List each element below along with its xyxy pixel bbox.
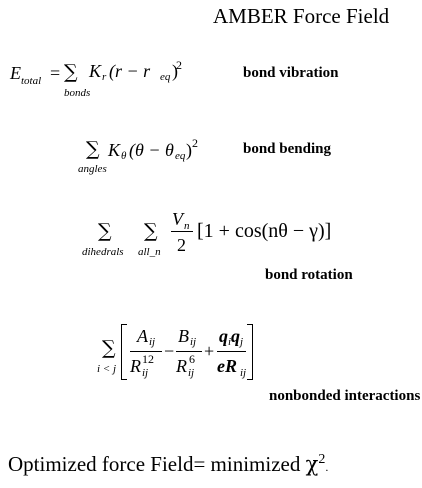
fraction-numerator: V	[172, 209, 183, 229]
force-constant: K	[89, 61, 102, 81]
slide-title: AMBER Force Field	[213, 4, 390, 28]
term1-denominator-exponent: 12	[142, 352, 154, 366]
summation-symbol: ∑	[102, 337, 116, 359]
equilibrium-subscript: eq	[160, 71, 171, 83]
summation-subscript-n: all_n	[138, 246, 161, 258]
minus-sign: −	[164, 341, 175, 361]
fraction-numerator-subscript: n	[184, 220, 190, 232]
paren-expression: (θ − θ	[129, 140, 174, 160]
force-constant: K	[108, 140, 121, 160]
term1-denominator: R	[130, 356, 141, 376]
fraction-denominator: 2	[177, 235, 186, 255]
term2-denominator: R	[176, 356, 187, 376]
energy-subscript: total	[21, 75, 42, 87]
chi-symbol: χ	[305, 452, 319, 476]
term3-numerator-q: q	[219, 326, 228, 346]
force-constant-subscript: θ	[121, 150, 127, 162]
term2-denominator-exponent: 6	[189, 352, 195, 366]
term1-fraction-bar	[130, 351, 162, 352]
term1-numerator-subscript: ij	[149, 336, 156, 348]
left-bracket	[121, 324, 127, 380]
footer-period: .	[325, 460, 329, 474]
close-paren: )	[172, 61, 178, 81]
term2-fraction-bar	[176, 351, 202, 352]
term1-numerator: A	[137, 326, 148, 346]
right-bracket	[247, 324, 253, 380]
chi-exponent: 2	[318, 452, 326, 467]
summation-symbol-dihedrals: ∑	[98, 220, 112, 242]
summation-subscript: angles	[78, 163, 107, 175]
summation-subscript: bonds	[64, 87, 91, 99]
plus-sign: +	[204, 341, 215, 361]
term3-numerator-subscript-i: i	[228, 336, 232, 348]
footer-statement: Optimized force Field= minimized χ2.	[8, 452, 328, 477]
label-bond-bending: bond bending	[243, 141, 331, 157]
term2-numerator-subscript: ij	[190, 336, 197, 348]
exponent: 2	[192, 136, 198, 150]
term2-denominator-subscript: ij	[188, 367, 195, 379]
summation-symbol: ∑	[86, 138, 100, 160]
summation-symbol: ∑	[64, 61, 78, 83]
cosine-bracket: [1 + cos(nθ − γ)]	[197, 220, 332, 242]
summation-subscript: i < j	[97, 363, 117, 375]
exponent: 2	[176, 58, 182, 72]
summation-subscript-dihedrals: dihedrals	[82, 246, 124, 258]
term3-denominator-subscript: ij	[240, 367, 247, 379]
fraction-bar	[171, 231, 193, 232]
close-paren: )	[186, 140, 192, 160]
label-bond-vibration: bond vibration	[243, 65, 339, 81]
label-nonbonded: nonbonded interactions	[269, 388, 421, 404]
term3-numerator-subscript-j: j	[240, 336, 244, 348]
term3-numerator-q2: q	[231, 326, 240, 346]
label-bond-rotation: bond rotation	[265, 267, 353, 283]
term3-fraction-bar	[217, 351, 246, 352]
term2-numerator: B	[178, 326, 189, 346]
term1-denominator-subscript: ij	[142, 367, 149, 379]
summation-symbol-n: ∑	[144, 220, 158, 242]
equals-sign: =	[50, 63, 61, 83]
footer-text: Optimized force Field= minimized	[8, 452, 306, 476]
equilibrium-subscript: eq	[175, 150, 186, 162]
energy-symbol: E	[10, 63, 21, 83]
paren-expression: (r − r	[109, 61, 151, 81]
force-constant-subscript: r	[102, 71, 107, 83]
term3-denominator: eR	[217, 356, 237, 376]
